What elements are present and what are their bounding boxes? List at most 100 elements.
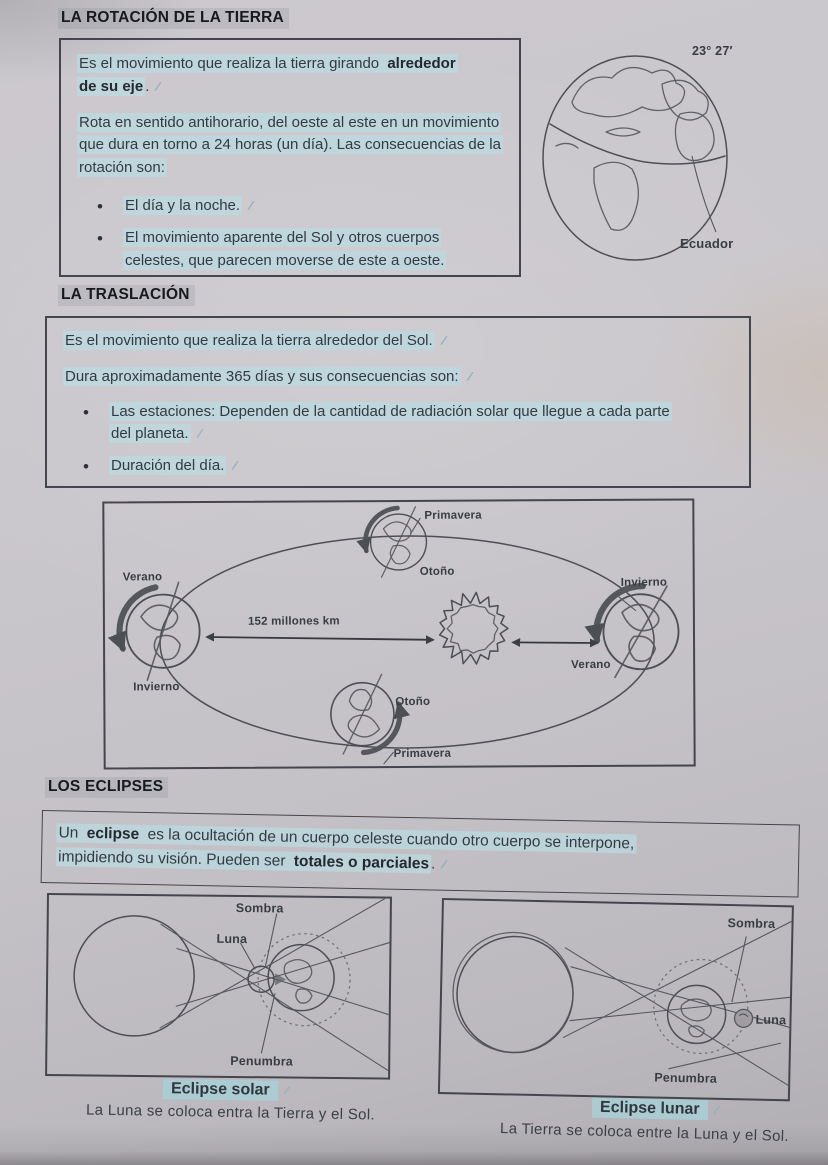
check-mark-icon: / <box>438 333 449 348</box>
eclipse-def-bold: eclipse <box>84 823 142 844</box>
luna-label: Luna <box>216 931 248 947</box>
earth-icon <box>267 943 335 1012</box>
season-label-otono-top: Otoño <box>419 565 455 578</box>
rotacion-p1-bold: alrededor <box>385 54 458 73</box>
check-mark-icon: / <box>153 78 164 94</box>
season-label-primavera-top: Primavera <box>424 509 482 522</box>
penumbra-label: Penumbra <box>654 1070 718 1086</box>
light-ray <box>175 942 390 1007</box>
rotacion-paragraph-1: Es el movimiento que realiza la tierra g… <box>77 53 507 99</box>
rotacion-p2-text: Rota en sentido antihorario, del oeste a… <box>77 112 503 178</box>
rotacion-paragraph-2: Rota en sentido antihorario, del oeste a… <box>77 112 507 180</box>
light-ray <box>562 920 792 1039</box>
continent-shape <box>674 111 715 162</box>
moon-orbit-dotted <box>257 933 351 1027</box>
orbit-ellipse <box>159 535 655 749</box>
distance-arrow <box>205 632 435 645</box>
caption-text: Eclipse lunar <box>591 1097 708 1121</box>
moon-icon <box>733 1008 754 1028</box>
lunar-eclipse-drawing <box>452 920 792 1086</box>
sun-outline-2 <box>452 931 574 1054</box>
section-title-eclipses: LOS ECLIPSES <box>45 777 169 798</box>
earth-globe-figure: 23° 27′ Ecuador <box>540 36 828 276</box>
solar-eclipse-drawing <box>73 898 390 1072</box>
season-label-invierno-right: Invierno <box>620 576 668 589</box>
label-pointer-line <box>240 942 256 970</box>
continent-shape <box>605 127 641 137</box>
moon-orbit-dotted <box>653 958 749 1055</box>
list-item: Las estaciones: Dependen de la cantidad … <box>63 400 675 447</box>
list-item: El movimiento aparente del Sol y otros c… <box>77 226 495 273</box>
check-mark-icon: / <box>194 426 205 442</box>
label-pointer-line <box>410 517 421 535</box>
lunar-eclipse-figure: Sombra Luna Penumbra <box>437 898 794 1102</box>
solar-eclipse-caption: Eclipse solar/ <box>162 1079 292 1101</box>
caption-text: Eclipse solar <box>162 1079 278 1101</box>
eclipse-def-text: Un <box>56 823 85 843</box>
sombra-label: Sombra <box>235 900 284 916</box>
eclipse-def-text: impidiendo su visión. Pueden ser <box>55 846 293 871</box>
continent-shape <box>571 66 686 118</box>
lunar-eclipse-subcaption: La Tierra se coloca entre la Luna y el S… <box>499 1119 790 1146</box>
list-item: Duración del día./ <box>63 454 733 480</box>
globe-outline <box>542 55 728 261</box>
eclipses-text-box: Un eclipse es la ocultación de un cuerpo… <box>40 810 800 898</box>
rotacion-text-box: Es el movimiento que realiza la tierra g… <box>59 38 521 277</box>
orbit-diagram-drawing <box>104 500 693 765</box>
season-label-verano-right: Verano <box>571 658 611 672</box>
season-label-otono-bottom: Otoño <box>395 695 431 709</box>
rotacion-bullet-list: El día y la noche./ El movimiento aparen… <box>77 194 507 273</box>
distance-label: 152 millones km <box>247 615 340 628</box>
eclipse-def-end: . <box>430 855 436 873</box>
label-pointer-line <box>264 913 278 968</box>
light-ray <box>159 898 386 1029</box>
sombra-label: Sombra <box>727 915 776 931</box>
traslacion-paragraph-1: Es el movimiento que realiza la tierra a… <box>63 330 733 353</box>
equator-pointer-line <box>691 155 717 233</box>
label-pointer-line <box>668 1042 782 1070</box>
axis-tilt-label: 23° 27′ <box>692 44 733 58</box>
rotacion-p1-end: . <box>145 77 150 95</box>
light-ray <box>569 996 791 1022</box>
equator-line <box>549 123 726 165</box>
rotacion-p1-text: Es el movimiento que realiza la tierra g… <box>77 54 386 73</box>
check-mark-icon: / <box>281 1082 292 1098</box>
earth-icon <box>666 984 727 1045</box>
list-item: El día y la noche./ <box>77 194 507 220</box>
section-title-rotacion: LA ROTACIÓN DE LA TIERRA <box>58 8 289 29</box>
continent-shape <box>688 1025 705 1038</box>
equator-label: Ecuador <box>680 236 734 251</box>
sun-icon <box>73 915 195 1037</box>
continent-shape <box>283 958 313 984</box>
label-pointer-line <box>618 596 637 612</box>
season-label-primavera-bottom: Primavera <box>393 747 452 761</box>
label-pointer-line <box>383 751 395 765</box>
traslacion-p1-text: Es el movimiento que realiza la tierra a… <box>63 331 435 350</box>
continent-shape <box>555 142 579 149</box>
season-label-invierno-left: Invierno <box>133 681 180 694</box>
traslacion-bullet-list: Las estaciones: Dependen de la cantidad … <box>63 400 733 480</box>
umbra-cone-tip <box>275 973 287 986</box>
section-title-traslacion: LA TRASLACIÓN <box>58 285 195 306</box>
eclipse-def-bold: totales o parciales <box>291 851 432 874</box>
traslacion-text-box: Es el movimiento que realiza la tierra a… <box>45 316 751 488</box>
traslacion-p2-text: Dura aproximadamente 365 días y sus cons… <box>63 366 461 386</box>
check-mark-icon: / <box>711 1102 722 1118</box>
check-mark-icon: / <box>230 458 241 474</box>
check-mark-icon: / <box>464 368 475 384</box>
penumbra-label: Penumbra <box>230 1053 294 1069</box>
traslacion-bullet-1: Las estaciones: Dependen de la cantidad … <box>109 401 672 444</box>
sun-icon <box>438 591 509 665</box>
sun-icon <box>456 935 574 1054</box>
luna-label: Luna <box>755 1012 787 1028</box>
light-ray <box>564 947 789 1086</box>
continent-shape <box>661 79 709 121</box>
earth-globe-drawing <box>542 55 728 261</box>
continent-shape <box>593 161 639 231</box>
earth-icon <box>119 582 200 680</box>
traslacion-bullet-2: Duración del día. <box>109 456 227 476</box>
moon-icon <box>247 965 275 993</box>
check-mark-icon: / <box>439 856 450 872</box>
earth-icon <box>587 574 688 689</box>
